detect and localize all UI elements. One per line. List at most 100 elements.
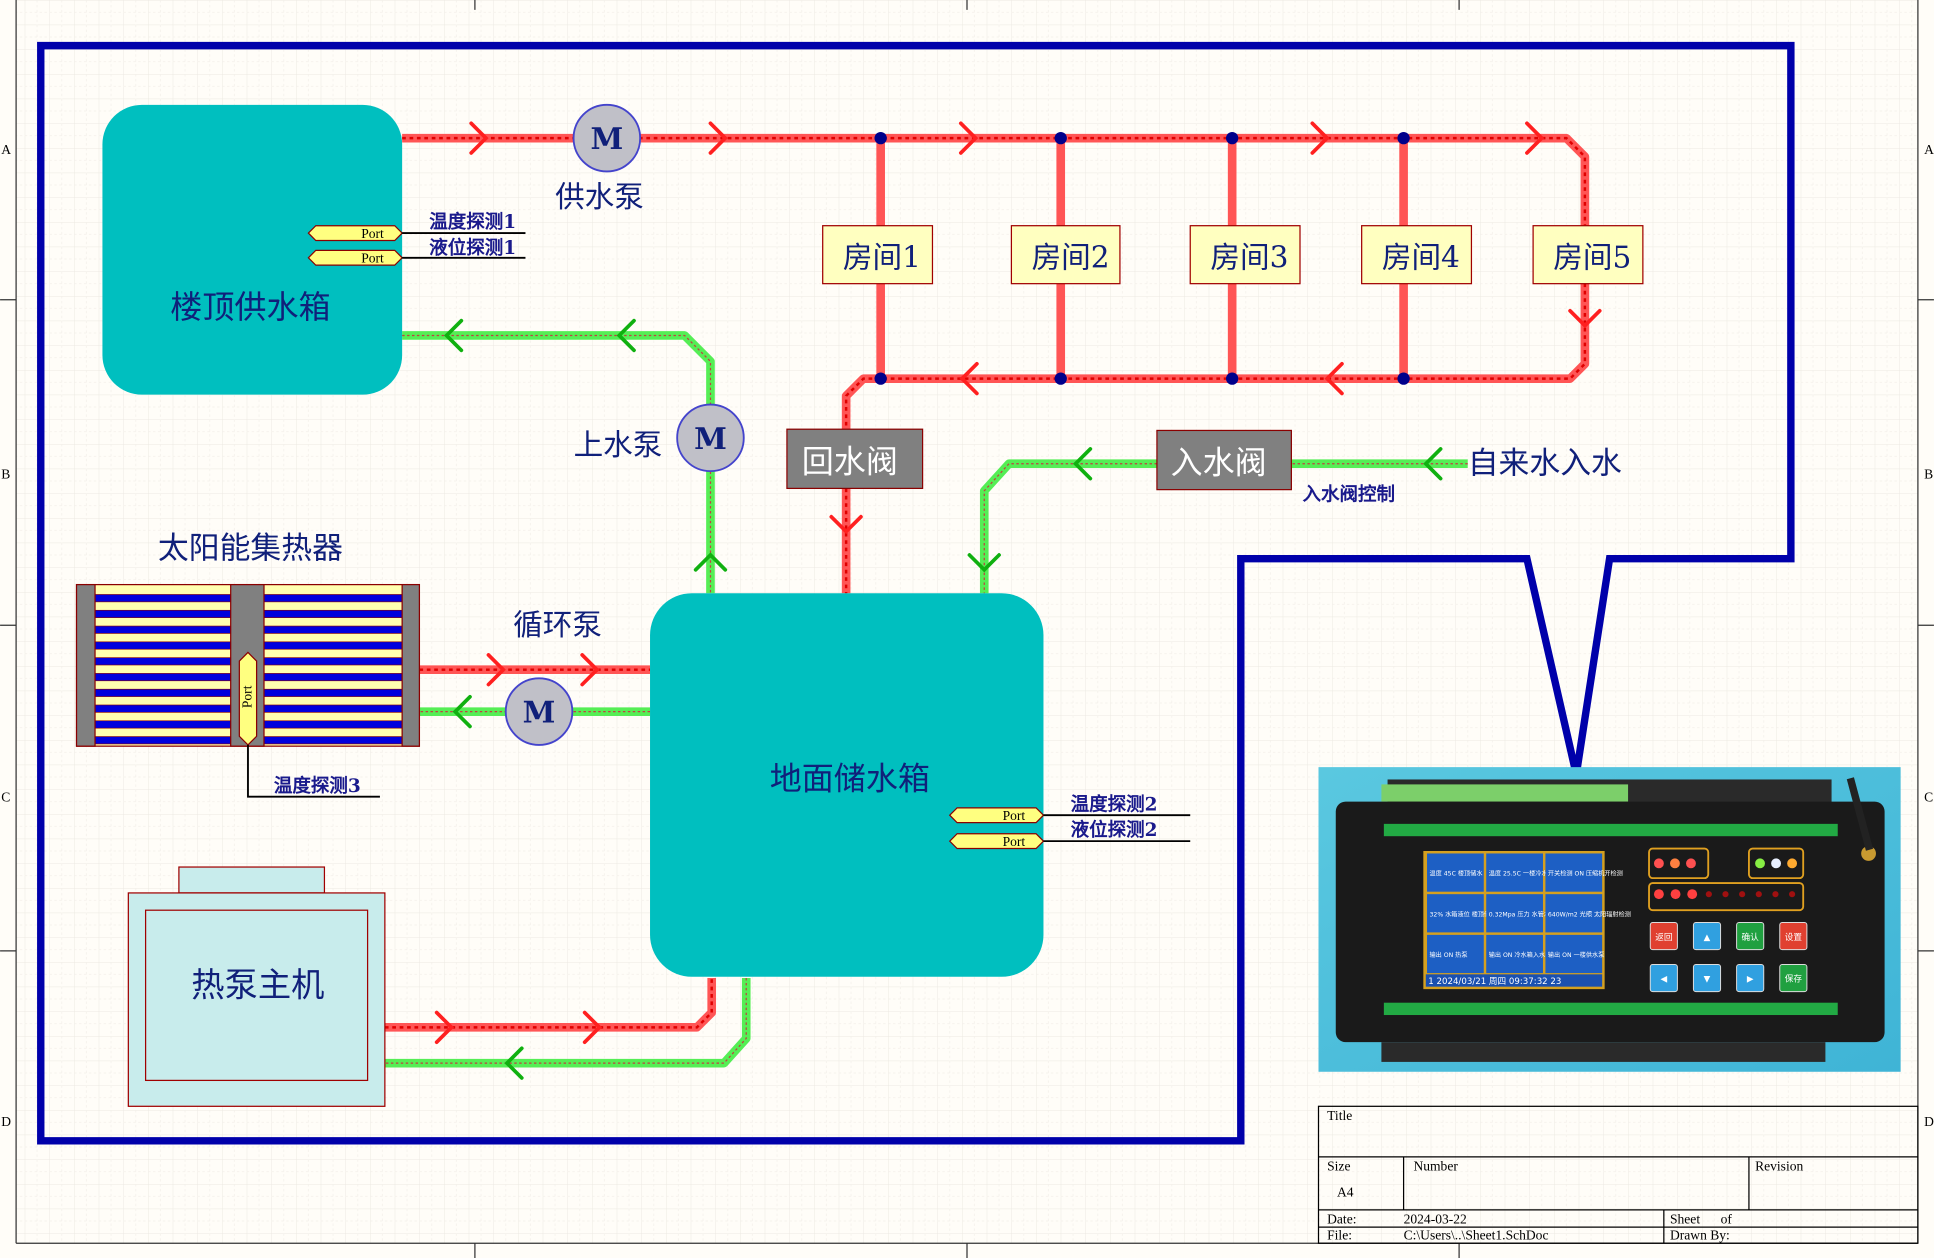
room-1[interactable]: 房间1 [822, 225, 934, 285]
number-label: Number [1413, 1158, 1458, 1173]
arrow-right-icon [958, 121, 979, 155]
ground-tank-ports: Port Port 温度探测2 液位探测2 [948, 793, 1191, 850]
screen-tile-text: 温度 45C 楼顶储水 [1430, 870, 1483, 878]
indicator-led [1722, 891, 1729, 898]
arrow-right-icon [469, 121, 489, 155]
zone-label: A [1924, 142, 1934, 157]
arrow-left-icon [1423, 447, 1443, 481]
collector-tube [94, 609, 232, 618]
collector-tube [94, 720, 232, 729]
controller-button-label: ▶ [1747, 975, 1754, 985]
return-valve[interactable]: 回水阀 [786, 428, 924, 490]
indicator-led [1653, 889, 1664, 900]
screen-tile-text: 输出 ON 热泵 [1430, 951, 1468, 959]
room-label: 房间5 [1553, 241, 1631, 275]
screen-tile-text: 输出 ON 冷水箱入水 [1489, 951, 1545, 959]
revision-label: Revision [1755, 1158, 1803, 1173]
room-5[interactable]: 房间5 [1532, 225, 1644, 285]
indicator-led [1772, 891, 1779, 898]
supply-pump-label: 供水泵 [555, 180, 644, 214]
collector-tube [94, 736, 232, 745]
zone-label: D [1924, 1114, 1934, 1129]
return-valve-label: 回水阀 [802, 442, 898, 480]
zone-labels: A B C D A B C D [1, 142, 1934, 1129]
hot-pipe-arrows [434, 121, 1602, 1045]
screen-tile-text: 开关检测 ON 压缩机开检测 [1548, 870, 1623, 878]
arrow-left-icon [616, 318, 636, 353]
indicator-led [1670, 858, 1680, 869]
indicator-led [1771, 858, 1781, 869]
collector-tube [263, 609, 403, 618]
arrow-down-icon [967, 553, 1001, 573]
rooms: 房间1 房间2 房间3 房间4 房间5 [822, 225, 1644, 285]
arrow-left-icon [452, 694, 472, 729]
controller-button-label: ◀ [1661, 975, 1668, 985]
roof-supply-tank[interactable]: 楼顶供水箱 [102, 104, 403, 395]
roof-tank-label: 楼顶供水箱 [170, 288, 330, 326]
arrow-right-icon [1525, 121, 1545, 155]
controller-button [1779, 922, 1808, 951]
of-label: of [1721, 1211, 1733, 1226]
arrow-right-icon [580, 653, 600, 687]
screen-tile-text: 640W/m2 光照 太阳辐射检测 [1548, 910, 1631, 918]
collector-tube [263, 688, 403, 697]
controller-button [1649, 963, 1678, 993]
room-2[interactable]: 房间2 [1010, 225, 1121, 285]
collector-tube [94, 657, 232, 666]
collector-tube [263, 704, 403, 713]
collector-tube [263, 641, 403, 650]
circulation-pump[interactable]: M 循环泵 [504, 608, 602, 746]
controller-button [1779, 963, 1808, 993]
supply-pump[interactable]: M 供水泵 [555, 103, 644, 214]
port-label: Port [240, 685, 255, 708]
screen-tile [1427, 853, 1484, 892]
date-value: 2024-03-22 [1404, 1211, 1467, 1226]
controller-button-label: 返回 [1655, 931, 1672, 943]
controller-photo: 温度 45C 楼顶储水温度 25.5C 一楼冷水开关检测 ON 压缩机开检测32… [1318, 767, 1901, 1072]
title-block: Title Size A4 Number Revision Date: 2024… [1317, 1105, 1919, 1244]
inlet-valve-label: 入水阀 [1171, 444, 1267, 482]
cold-pipe-arrows [443, 318, 1443, 1080]
arrow-left-icon [959, 361, 979, 396]
sensor-label: 液位探测1 [429, 237, 516, 259]
zone-label: C [1924, 790, 1933, 805]
inlet-valve[interactable]: 入水阀 [1156, 429, 1292, 491]
heat-pump-unit[interactable]: 热泵主机 [127, 866, 386, 1107]
circulation-pump-label: 循环泵 [513, 608, 602, 642]
controller-button [1692, 963, 1722, 993]
indicator-led [1705, 891, 1712, 898]
tap-water-label: 自来水入水 [1468, 446, 1622, 482]
sensor-label: 温度探测3 [274, 775, 361, 797]
room-3[interactable]: 房间3 [1189, 225, 1301, 285]
controller-button-label: 确认 [1742, 931, 1760, 943]
ground-storage-tank[interactable]: 地面储水箱 [650, 593, 1044, 977]
motor-symbol: M [590, 121, 623, 156]
room-label: 房间2 [1032, 241, 1110, 275]
system-boundary [37, 41, 1795, 1145]
solar-collector[interactable]: Port 温度探测3 [75, 583, 421, 798]
indicator-led [1739, 891, 1746, 898]
collector-tube [94, 704, 232, 713]
controller-button-label: ▲ [1704, 933, 1711, 943]
collector-tube [94, 641, 232, 650]
arrow-right-icon [582, 1010, 603, 1045]
room-4[interactable]: 房间4 [1361, 225, 1473, 285]
arrow-up-icon [693, 552, 728, 572]
indicator-led [1755, 858, 1765, 869]
zone-label: C [1, 790, 10, 805]
hot-water-pipes[interactable] [384, 133, 1590, 1032]
controller-button-label: ▼ [1704, 975, 1711, 985]
arrow-right-icon [486, 653, 506, 687]
collector-tube [263, 625, 403, 634]
heat-pump-label: 热泵主机 [191, 966, 324, 1005]
indicator-led [1653, 858, 1664, 869]
screen-tile [1427, 894, 1484, 933]
screen-tile [1545, 894, 1603, 933]
date-label: Date: [1327, 1211, 1356, 1226]
arrow-left-icon [1072, 447, 1093, 481]
cold-water-pipes[interactable] [384, 331, 1468, 1068]
zone-label: A [1, 142, 11, 157]
lift-pump[interactable]: M 上水泵 [574, 403, 745, 473]
inlet-valve-control-label: 入水阀控制 [1302, 484, 1395, 506]
indicator-led [1787, 858, 1798, 869]
